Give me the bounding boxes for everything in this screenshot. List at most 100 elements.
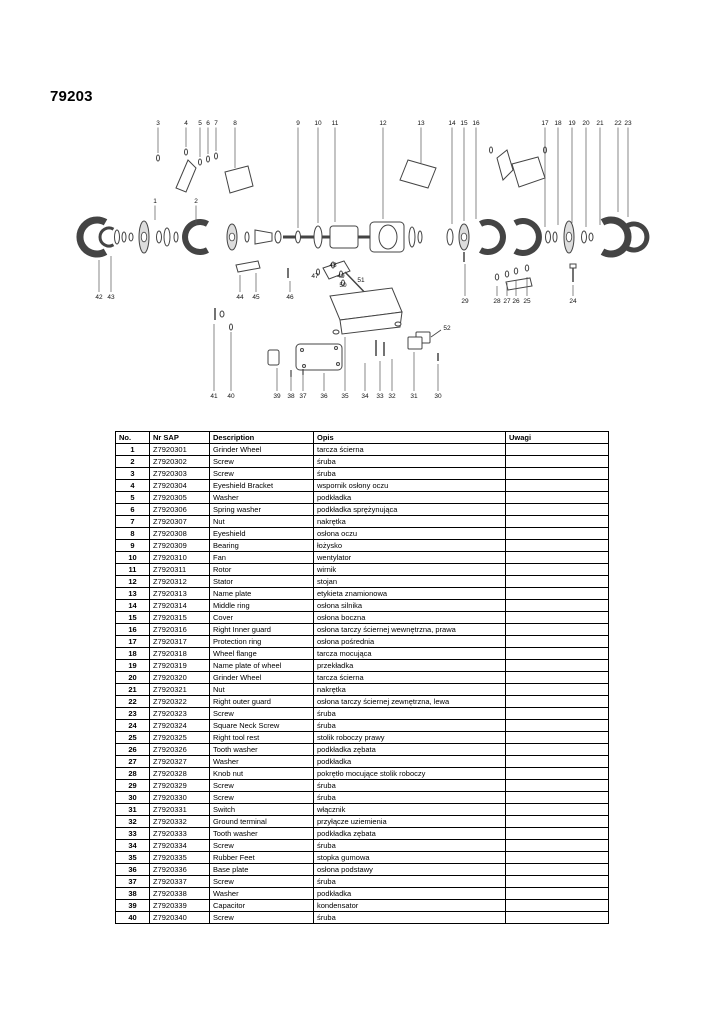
cell-desc: Washer — [209, 887, 314, 900]
part-shape — [175, 159, 197, 193]
part-shape — [140, 231, 148, 243]
part-shape — [341, 279, 345, 287]
cell-opis: tarcza ścierna — [313, 443, 506, 456]
cell-no: 36 — [115, 863, 150, 876]
cell-uwagi — [505, 707, 609, 720]
cell-sap: Z7920304 — [149, 479, 210, 492]
callout-number: 13 — [417, 120, 425, 127]
cell-sap: Z7920316 — [149, 623, 210, 636]
cell-sap: Z7920330 — [149, 791, 210, 804]
part-shape — [565, 231, 573, 243]
callout-number: 23 — [624, 120, 632, 127]
callout-number: 37 — [299, 393, 307, 400]
cell-desc: Bearing — [209, 539, 314, 552]
callout-number: 16 — [472, 120, 480, 127]
cell-no: 12 — [115, 575, 150, 588]
part-shape — [219, 310, 225, 318]
cell-desc: Rubber Feet — [209, 851, 314, 864]
cell-no: 3 — [115, 467, 150, 480]
part-shape — [378, 224, 398, 250]
cell-no: 4 — [115, 479, 150, 492]
callout-number: 38 — [287, 393, 295, 400]
part-shape — [504, 270, 510, 278]
callout-number: 25 — [523, 298, 531, 305]
cell-sap: Z7920318 — [149, 647, 210, 660]
cell-uwagi — [505, 587, 609, 600]
callout-number: 26 — [512, 298, 520, 305]
part-shape — [511, 156, 546, 188]
cell-opis: stolik roboczy prawy — [313, 731, 506, 744]
cell-no: 27 — [115, 755, 150, 768]
cell-no: 6 — [115, 503, 150, 516]
cell-opis: osłona silnika — [313, 599, 506, 612]
cell-desc: Eyeshield — [209, 527, 314, 540]
cell-opis: łożysko — [313, 539, 506, 552]
part-shape — [332, 329, 340, 335]
cell-uwagi — [505, 647, 609, 660]
cell-uwagi — [505, 503, 609, 516]
callout-number: 40 — [227, 393, 235, 400]
cell-opis: osłona tarczy ściernej wewnętrzna, prawa — [313, 623, 506, 636]
cell-uwagi — [505, 695, 609, 708]
cell-desc: Screw — [209, 791, 314, 804]
cell-sap: Z7920328 — [149, 767, 210, 780]
cell-sap: Z7920322 — [149, 695, 210, 708]
cell-uwagi — [505, 491, 609, 504]
part-shape — [430, 329, 442, 338]
cell-opis: wspornik osłony oczu — [313, 479, 506, 492]
cell-sap: Z7920335 — [149, 851, 210, 864]
cell-opis: osłona boczna — [313, 611, 506, 624]
part-shape — [182, 219, 209, 255]
cell-desc: Base plate — [209, 863, 314, 876]
callout-number: 44 — [236, 294, 244, 301]
part-shape — [163, 227, 171, 247]
cell-sap: Z7920337 — [149, 875, 210, 888]
part-shape — [300, 348, 304, 352]
callout-number: 12 — [379, 120, 387, 127]
cell-opis: śruba — [313, 719, 506, 732]
cell-uwagi — [505, 899, 609, 912]
column-header-opis: Opis — [313, 431, 506, 444]
part-shape — [417, 230, 423, 244]
cell-uwagi — [505, 527, 609, 540]
callout-number: 52 — [443, 325, 451, 332]
callout-number: 4 — [184, 120, 188, 127]
cell-no: 30 — [115, 791, 150, 804]
part-shape — [394, 321, 402, 327]
cell-no: 37 — [115, 875, 150, 888]
cell-desc: Name plate — [209, 587, 314, 600]
cell-no: 16 — [115, 623, 150, 636]
part-shape — [156, 154, 160, 162]
part-shape — [302, 364, 306, 368]
cell-desc: Right tool rest — [209, 731, 314, 744]
cell-desc: Capacitor — [209, 899, 314, 912]
cell-opis: śruba — [313, 839, 506, 852]
cell-uwagi — [505, 731, 609, 744]
callout-number: 30 — [434, 393, 442, 400]
callout-number: 18 — [554, 120, 562, 127]
cell-desc: Protection ring — [209, 635, 314, 648]
cell-desc: Ground terminal — [209, 815, 314, 828]
callout-number: 15 — [460, 120, 468, 127]
cell-sap: Z7920311 — [149, 563, 210, 576]
cell-no: 25 — [115, 731, 150, 744]
part-shape — [173, 231, 179, 243]
cell-uwagi — [505, 635, 609, 648]
cell-no: 9 — [115, 539, 150, 552]
part-shape — [339, 270, 343, 278]
column-header-description: Description — [209, 431, 314, 444]
cell-opis: podkładka — [313, 491, 506, 504]
